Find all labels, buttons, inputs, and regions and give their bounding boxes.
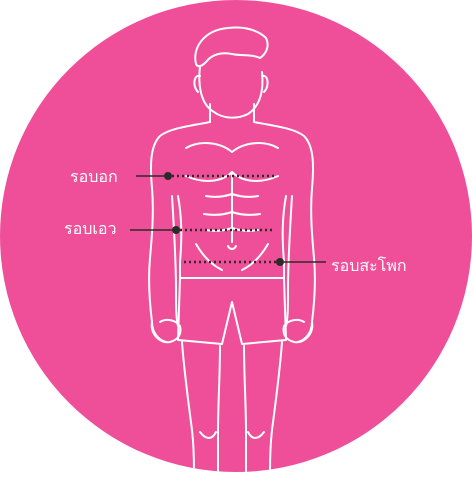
knee-marks [199,431,265,439]
ear-right [261,74,269,93]
waist-label: รอบเอว [64,219,117,238]
waist-marker-dot [172,226,180,234]
chest-marker-dot [164,172,172,180]
hip-measurement [184,258,326,266]
head-outline [198,65,264,119]
right-leg-inner [243,345,248,472]
waist-measurement [130,226,274,234]
hip-marker-dot [276,258,284,266]
right-leg-outer [269,341,283,472]
shorts-outline [177,277,287,345]
abs-lines [203,171,261,243]
man-outline [148,26,316,472]
left-leg-inner [217,345,221,472]
chest-label: รอบอก [70,167,118,186]
left-arm-inner [171,195,179,327]
hair-outline [194,26,269,68]
right-arm-inner [285,195,293,327]
chest-measurement [136,172,274,180]
left-leg-outer [181,341,195,472]
torso-left [177,195,183,279]
hip-v-lines [195,243,269,271]
chest-lines [185,142,279,182]
ear-left [193,74,201,93]
navel [227,245,237,250]
hip-label: รอบสะโพก [331,256,407,275]
